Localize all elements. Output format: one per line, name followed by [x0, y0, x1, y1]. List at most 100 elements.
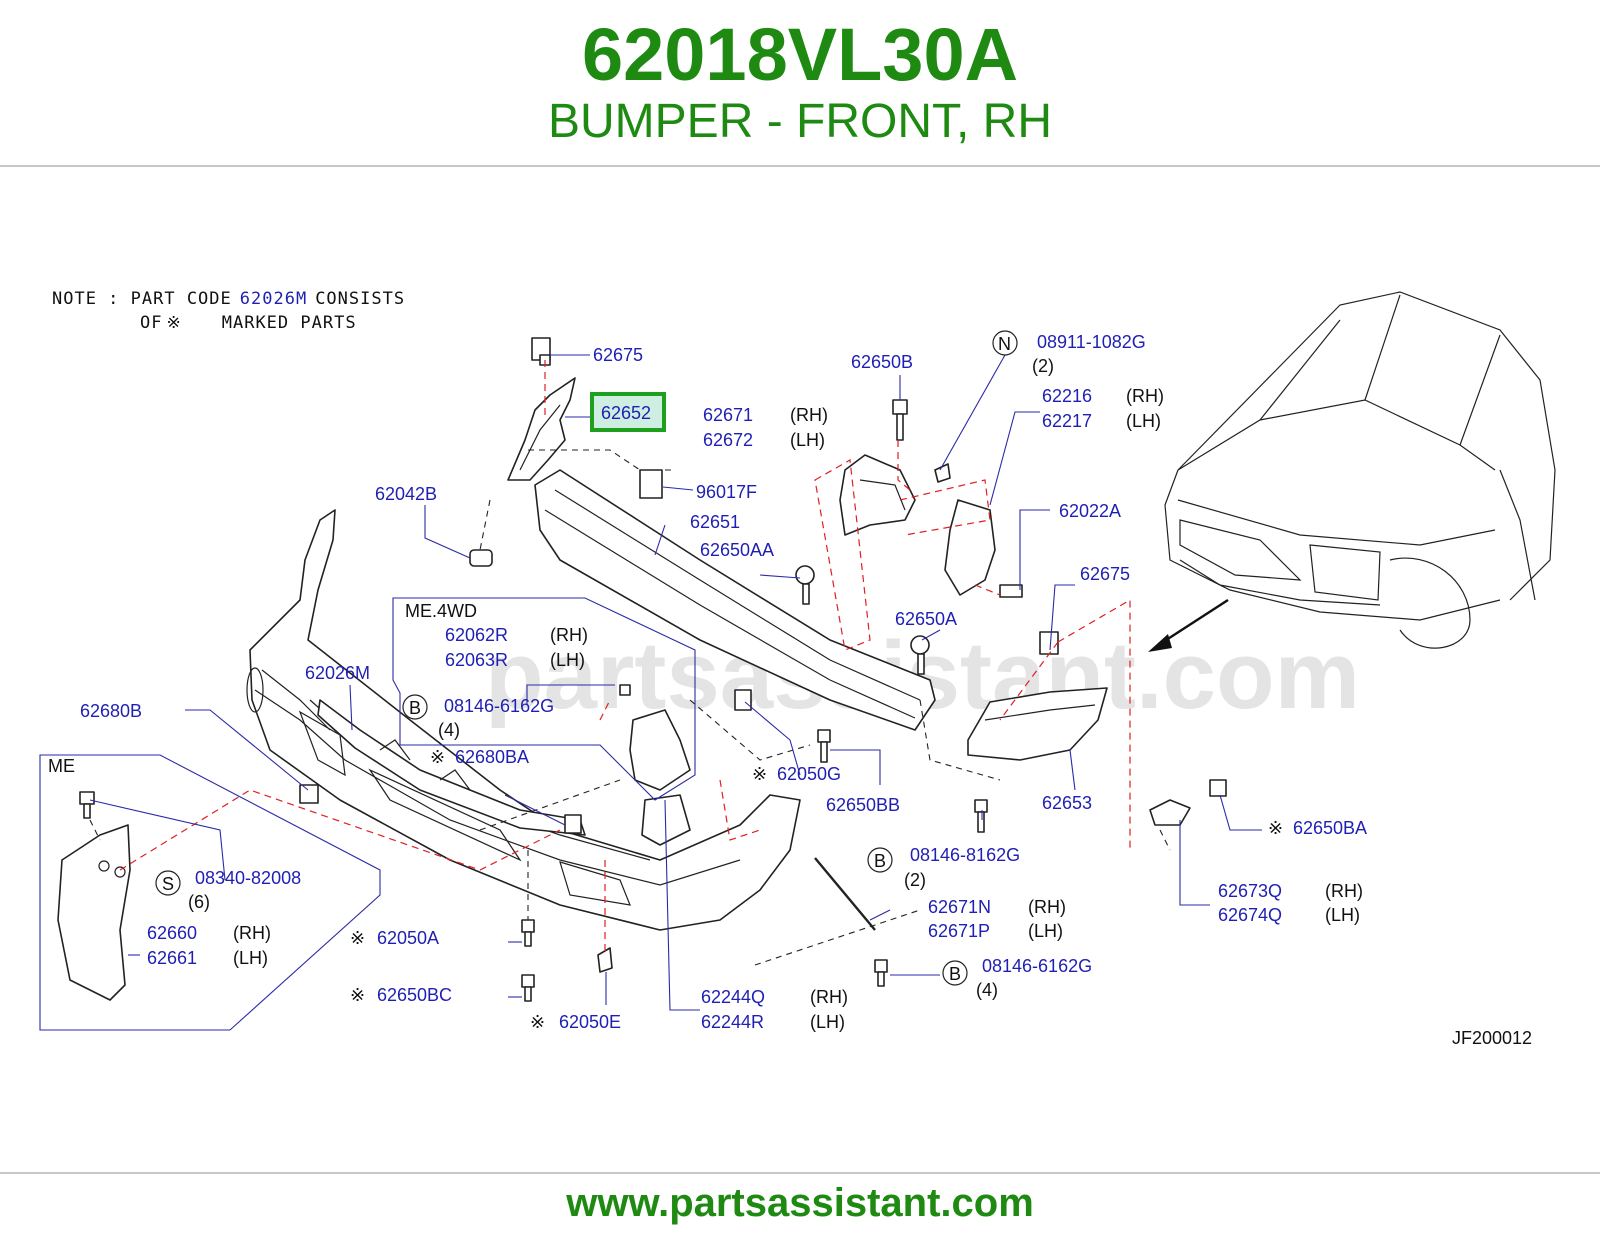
part-label-62660[interactable]: 62660: [147, 923, 197, 943]
header-divider: [0, 165, 1600, 167]
badge-b-letter-3: B: [949, 964, 961, 984]
part-label-62673Q[interactable]: 62673Q: [1218, 881, 1282, 901]
bumper-reinforcement-62651: [534, 469, 936, 731]
alignment-lines-red: [119, 360, 1131, 955]
side-label-lh-62672: (LH): [790, 430, 825, 450]
vehicle-sketch: [1164, 291, 1556, 649]
side-label-rh-62062R: (RH): [550, 625, 588, 645]
note-line2-a: OF: [140, 313, 162, 333]
part-label-62672[interactable]: 62672: [703, 430, 753, 450]
part-label-62216[interactable]: 62216: [1042, 386, 1092, 406]
marker-icon-62650BC: ※: [350, 985, 365, 1005]
part-label-62026M[interactable]: 62026M: [305, 663, 370, 683]
note-part-code: 62026M: [240, 289, 307, 309]
part-label-62651[interactable]: 62651: [690, 512, 740, 532]
part-label-08340-82008[interactable]: 08340-82008: [195, 868, 301, 888]
direction-arrow-line: [1159, 598, 1229, 646]
side-bracket-62652: [507, 337, 576, 481]
badge-n-letter: N: [998, 334, 1011, 354]
part-label-62650AA[interactable]: 62650AA: [700, 540, 774, 560]
highlight-box-62652: [590, 392, 666, 432]
footer-divider: [0, 1172, 1600, 1174]
side-label-rh-62671N: (RH): [1028, 897, 1066, 917]
side-label-rh-62244Q: (RH): [810, 987, 848, 1007]
part-label-62674Q[interactable]: 62674Q: [1218, 905, 1282, 925]
side-label-rh-62673Q: (RH): [1325, 881, 1363, 901]
side-label-rh-62671: (RH): [790, 405, 828, 425]
leader-lines: [89, 354, 1262, 1011]
part-label-62675-right[interactable]: 62675: [1080, 564, 1130, 584]
note-line1-a: NOTE : PART CODE: [52, 289, 232, 309]
part-label-62022A[interactable]: 62022A: [1059, 501, 1121, 521]
side-extension-62653: [967, 687, 1108, 761]
bracket-62671: [839, 399, 951, 536]
part-number-title: 62018VL30A: [581, 13, 1019, 96]
group-label-me4wd: ME.4WD: [405, 601, 477, 621]
badge-b-letter-1: B: [409, 698, 421, 718]
part-label-62661[interactable]: 62661: [147, 948, 197, 968]
brackets-62062R: [629, 709, 691, 846]
marker-icon-62650BA: ※: [1268, 818, 1283, 838]
part-label-62652[interactable]: 62652: [601, 403, 651, 423]
part-label-62063R[interactable]: 62063R: [445, 650, 508, 670]
part-label-62050E[interactable]: 62050E: [559, 1012, 621, 1032]
part-label-62671P[interactable]: 62671P: [928, 921, 990, 941]
part-label-62650BA[interactable]: 62650BA: [1293, 818, 1367, 838]
part-label-08146-6162G-upper[interactable]: 08146-6162G: [444, 696, 554, 716]
qty-08146-lower: (4): [976, 980, 998, 1000]
part-label-08146-8162G[interactable]: 08146-8162G: [910, 845, 1020, 865]
part-label-62217[interactable]: 62217: [1042, 411, 1092, 431]
side-label-lh-62674Q: (LH): [1325, 905, 1360, 925]
group-box-me: [39, 754, 381, 1031]
svg-text:OF※MARKED PARTS: OF※ MARKED PARTS: [140, 313, 357, 333]
part-label-62671N[interactable]: 62671N: [928, 897, 991, 917]
badge-s-letter: S: [162, 874, 174, 894]
badge-b-letter-2: B: [874, 851, 886, 871]
part-label-62680BA[interactable]: 62680BA: [455, 747, 529, 767]
part-label-08911-1082G[interactable]: 08911-1082G: [1037, 332, 1146, 352]
note-line1-b: CONSISTS: [315, 289, 405, 309]
side-label-rh-62660: (RH): [233, 923, 271, 943]
side-label-lh-62244R: (LH): [810, 1012, 845, 1032]
side-label-lh-62063R: (LH): [550, 650, 585, 670]
side-label-lh-62671P: (LH): [1028, 921, 1063, 941]
page-header: 62018VL30A BUMPER - FRONT, RH: [0, 0, 1600, 166]
side-label-rh-62216: (RH): [1126, 386, 1164, 406]
part-label-62062R[interactable]: 62062R: [445, 625, 508, 645]
arrow-head-icon: [1148, 634, 1172, 652]
qty-08146-upper: (4): [438, 720, 460, 740]
part-label-62050G[interactable]: 62050G: [777, 764, 841, 784]
qty-08911: (2): [1032, 356, 1054, 376]
part-label-62680B[interactable]: 62680B: [80, 701, 142, 721]
part-label-96017F[interactable]: 96017F: [696, 482, 757, 502]
marker-icon-62050A: ※: [350, 928, 365, 948]
part-label-62650B[interactable]: 62650B: [851, 352, 913, 372]
side-label-lh-62661: (LH): [233, 948, 268, 968]
part-label-62042B[interactable]: 62042B: [375, 484, 437, 504]
note-line2-b: MARKED PARTS: [222, 313, 357, 333]
qty-08340: (6): [188, 892, 210, 912]
marker-icon-62680BA: ※: [430, 747, 445, 767]
part-label-08146-6162G-lower[interactable]: 08146-6162G: [982, 956, 1092, 976]
stay-rod-62671N: [814, 854, 879, 931]
part-label-62671[interactable]: 62671: [703, 405, 753, 425]
part-label-62244R[interactable]: 62244R: [701, 1012, 764, 1032]
group-box-me4wd: [392, 597, 696, 801]
part-label-62050A[interactable]: 62050A: [377, 928, 439, 948]
part-label-62653[interactable]: 62653: [1042, 793, 1092, 813]
part-label-62244Q[interactable]: 62244Q: [701, 987, 765, 1007]
marker-icon-62050E: ※: [530, 1012, 545, 1032]
note-marker-icon: ※: [166, 313, 181, 333]
qty-08146-8162G: (2): [904, 870, 926, 890]
part-label-62675-top[interactable]: 62675: [593, 345, 643, 365]
mud-guard-62660: [57, 824, 131, 1001]
bracket-62216: [944, 499, 1023, 598]
group-label-me: ME: [48, 756, 75, 776]
side-label-lh-62217: (LH): [1126, 411, 1161, 431]
part-label-62650BC[interactable]: 62650BC: [377, 985, 452, 1005]
footer-url-link[interactable]: www.partsassistant.com: [566, 1181, 1034, 1225]
part-label-62650BB[interactable]: 62650BB: [826, 795, 900, 815]
part-label-62650A[interactable]: 62650A: [895, 609, 957, 629]
